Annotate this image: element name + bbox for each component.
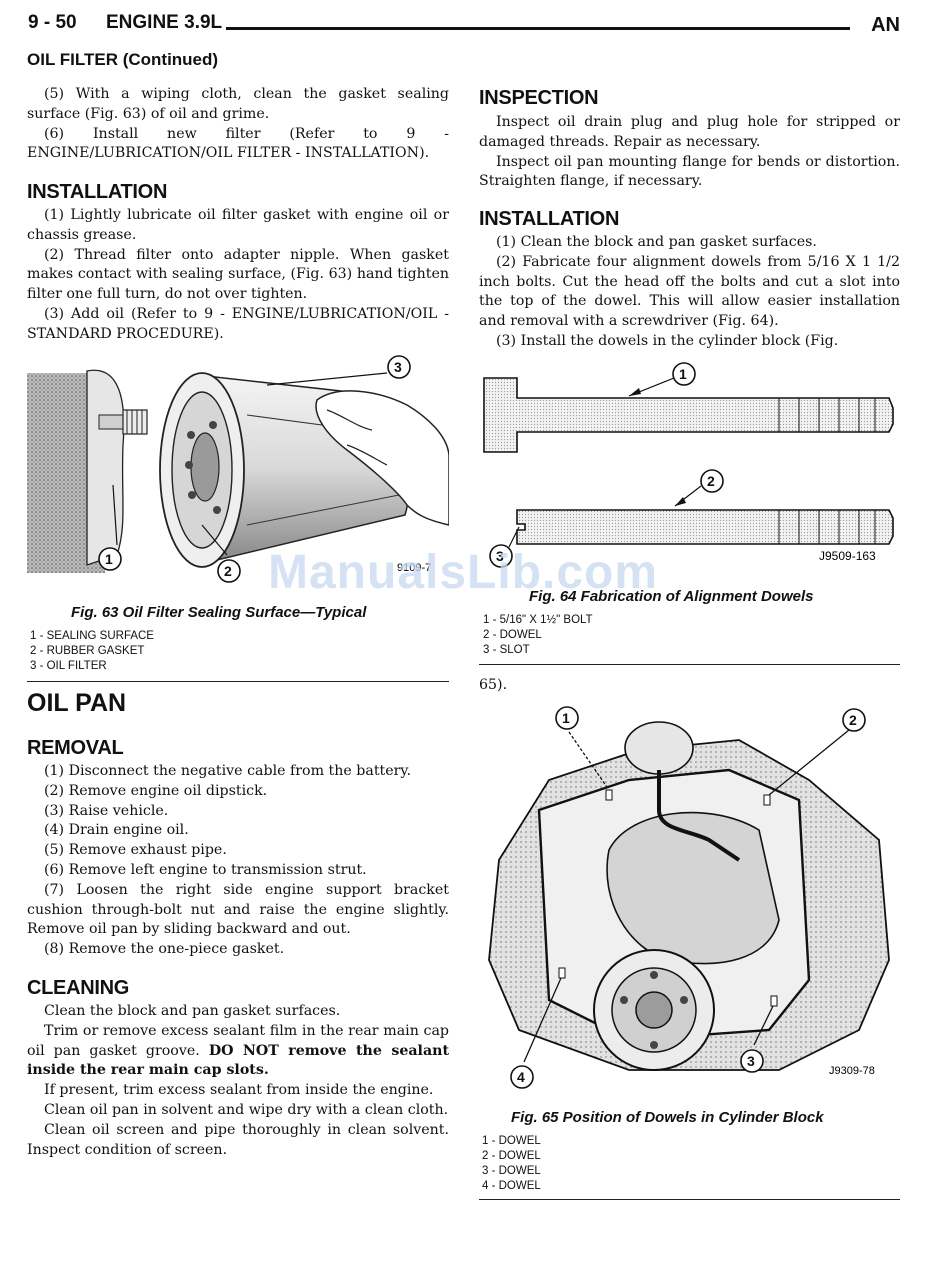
page-header: 9 - 50 ENGINE 3.9L AN [28, 12, 900, 42]
installation-steps: (1) Clean the block and pan gasket surfa… [479, 233, 900, 352]
fig63-illustration: 1 2 3 9109-7 [27, 355, 449, 583]
step: (3) Raise vehicle. [44, 802, 169, 819]
step: (3) Install the dowels in the cylinder b… [496, 332, 839, 349]
fig63-caption: Fig. 63 Oil Filter Sealing Surface—Typic… [71, 604, 367, 621]
callout-1: 1 [98, 547, 122, 571]
callout-1: 1 [555, 706, 579, 730]
divider [479, 664, 900, 665]
step: (6) Remove left engine to transmission s… [44, 861, 367, 878]
fig64-illustration: 1 2 3 J9509-163 [483, 362, 894, 568]
oil-pan-title: OIL PAN [27, 689, 127, 717]
svg-text:3: 3 [394, 359, 402, 375]
cleaning-heading: CLEANING [27, 977, 130, 999]
callout-3: 3 [489, 544, 513, 568]
svg-text:4: 4 [517, 1069, 525, 1085]
legend-item: 3 - OIL FILTER [30, 660, 107, 672]
watermark: ManualsLib.com [268, 546, 659, 599]
paragraph: Clean oil screen and pipe thoroughly in … [27, 1121, 449, 1158]
paragraph: If present, trim excess sealant from ins… [44, 1082, 434, 1099]
legend-item: 2 - DOWEL [482, 1150, 541, 1162]
fig63-legend: 1 - SEALING SURFACE 2 - RUBBER GASKET 3 … [30, 629, 154, 674]
paragraph: (5) With a wiping cloth, clean the gaske… [27, 86, 449, 122]
paragraph: Inspect oil pan mounting flange for bend… [479, 153, 900, 190]
dowel [516, 509, 894, 545]
step: (1) Disconnect the negative cable from t… [44, 763, 412, 779]
callout-2: 2 [700, 469, 724, 493]
legend-item: 4 - DOWEL [482, 1180, 541, 1192]
callout-2: 2 [842, 708, 866, 732]
cleaning-text: Clean the block and pan gasket surfaces.… [27, 1002, 449, 1160]
callout-2: 2 [217, 559, 241, 583]
svg-text:2: 2 [707, 473, 715, 489]
callout-4: 4 [510, 1065, 534, 1089]
hand [315, 390, 449, 526]
legend-item: 1 - DOWEL [482, 1135, 541, 1147]
continuation-text: 65). [479, 677, 508, 693]
legend-item: 1 - 5/16" X 1½" BOLT [483, 614, 593, 626]
callout-1: 1 [672, 362, 696, 386]
figure-code: J9509-163 [819, 549, 876, 563]
legend-item: 2 - DOWEL [483, 629, 542, 641]
paragraph-text: Trim or remove excess sealant film in th… [27, 1022, 449, 1059]
legend-item: 2 - RUBBER GASKET [30, 645, 145, 657]
damper [593, 949, 715, 1071]
svg-text:1: 1 [679, 366, 687, 382]
paragraph: (6) Install new filter (Refer to 9 - ENG… [27, 125, 449, 162]
warning-text: DO NOT remove the sealant inside the rea… [27, 1042, 450, 1079]
intro-text: (5) With a wiping cloth, clean the gaske… [27, 85, 449, 164]
fig64-caption: Fig. 64 Fabrication of Alignment Dowels [529, 588, 814, 605]
continued-title: OIL FILTER (Continued) [27, 50, 219, 69]
step: (3) Add oil (Refer to 9 - ENGINE/LUBRICA… [27, 305, 449, 342]
figure-code: J9309-78 [829, 1065, 875, 1077]
svg-text:1: 1 [105, 551, 113, 567]
removal-steps: (1) Disconnect the negative cable from t… [27, 762, 449, 960]
step: (2) Remove engine oil dipstick. [44, 782, 268, 799]
paragraph: Trim or remove excess sealant film in th… [27, 1022, 449, 1081]
divider [479, 1199, 900, 1200]
fig65-legend: 1 - DOWEL 2 - DOWEL 3 - DOWEL 4 - DOWEL [482, 1134, 541, 1194]
fig65-caption: Fig. 65 Position of Dowels in Cylinder B… [511, 1109, 824, 1126]
legend-item: 3 - DOWEL [482, 1165, 541, 1177]
paragraph: Clean oil pan in solvent and wipe dry wi… [44, 1101, 449, 1118]
callout-3: 3 [387, 355, 411, 379]
legend-item: 1 - SEALING SURFACE [30, 630, 154, 642]
legend-item: 3 - SLOT [483, 644, 530, 656]
adapter-nipple [122, 409, 148, 435]
svg-text:2: 2 [849, 712, 857, 728]
removal-heading: REMOVAL [27, 737, 124, 759]
step: (4) Drain engine oil. [44, 822, 189, 839]
header-rule [226, 27, 850, 30]
svg-text:3: 3 [496, 548, 504, 564]
step: (1) Lightly lubricate oil filter gasket … [27, 207, 449, 243]
page-number: 9 - 50 [28, 12, 77, 33]
installation-heading: INSTALLATION [479, 208, 620, 230]
callout-3: 3 [740, 1049, 764, 1073]
svg-text:2: 2 [224, 563, 232, 579]
inspection-text: Inspect oil drain plug and plug hole for… [479, 113, 900, 192]
fig65-illustration: 1 2 3 4 J9309-78 [488, 706, 890, 1089]
paragraph: Clean the block and pan gasket surfaces. [44, 1003, 341, 1019]
step: (1) Clean the block and pan gasket surfa… [496, 234, 817, 250]
svg-text:1: 1 [562, 710, 570, 726]
fig64-legend: 1 - 5/16" X 1½" BOLT 2 - DOWEL 3 - SLOT [483, 613, 593, 658]
model-tag: AN [871, 14, 900, 36]
step: (2) Fabricate four alignment dowels from… [479, 253, 900, 330]
inspection-heading: INSPECTION [479, 87, 599, 109]
figure-code: 9109-7 [397, 562, 431, 574]
step: (2) Thread filter onto adapter nipple. W… [27, 246, 449, 303]
divider [27, 681, 449, 682]
installation-heading: INSTALLATION [27, 181, 168, 203]
section-title: ENGINE 3.9L [106, 12, 223, 33]
step: (7) Loosen the right side engine support… [27, 881, 449, 938]
step: (8) Remove the one-piece gasket. [44, 941, 285, 958]
bolt [483, 377, 894, 453]
svg-text:3: 3 [747, 1053, 755, 1069]
step: (5) Remove exhaust pipe. [44, 842, 227, 859]
paragraph: Inspect oil drain plug and plug hole for… [479, 114, 900, 150]
installation-steps: (1) Lightly lubricate oil filter gasket … [27, 206, 449, 345]
